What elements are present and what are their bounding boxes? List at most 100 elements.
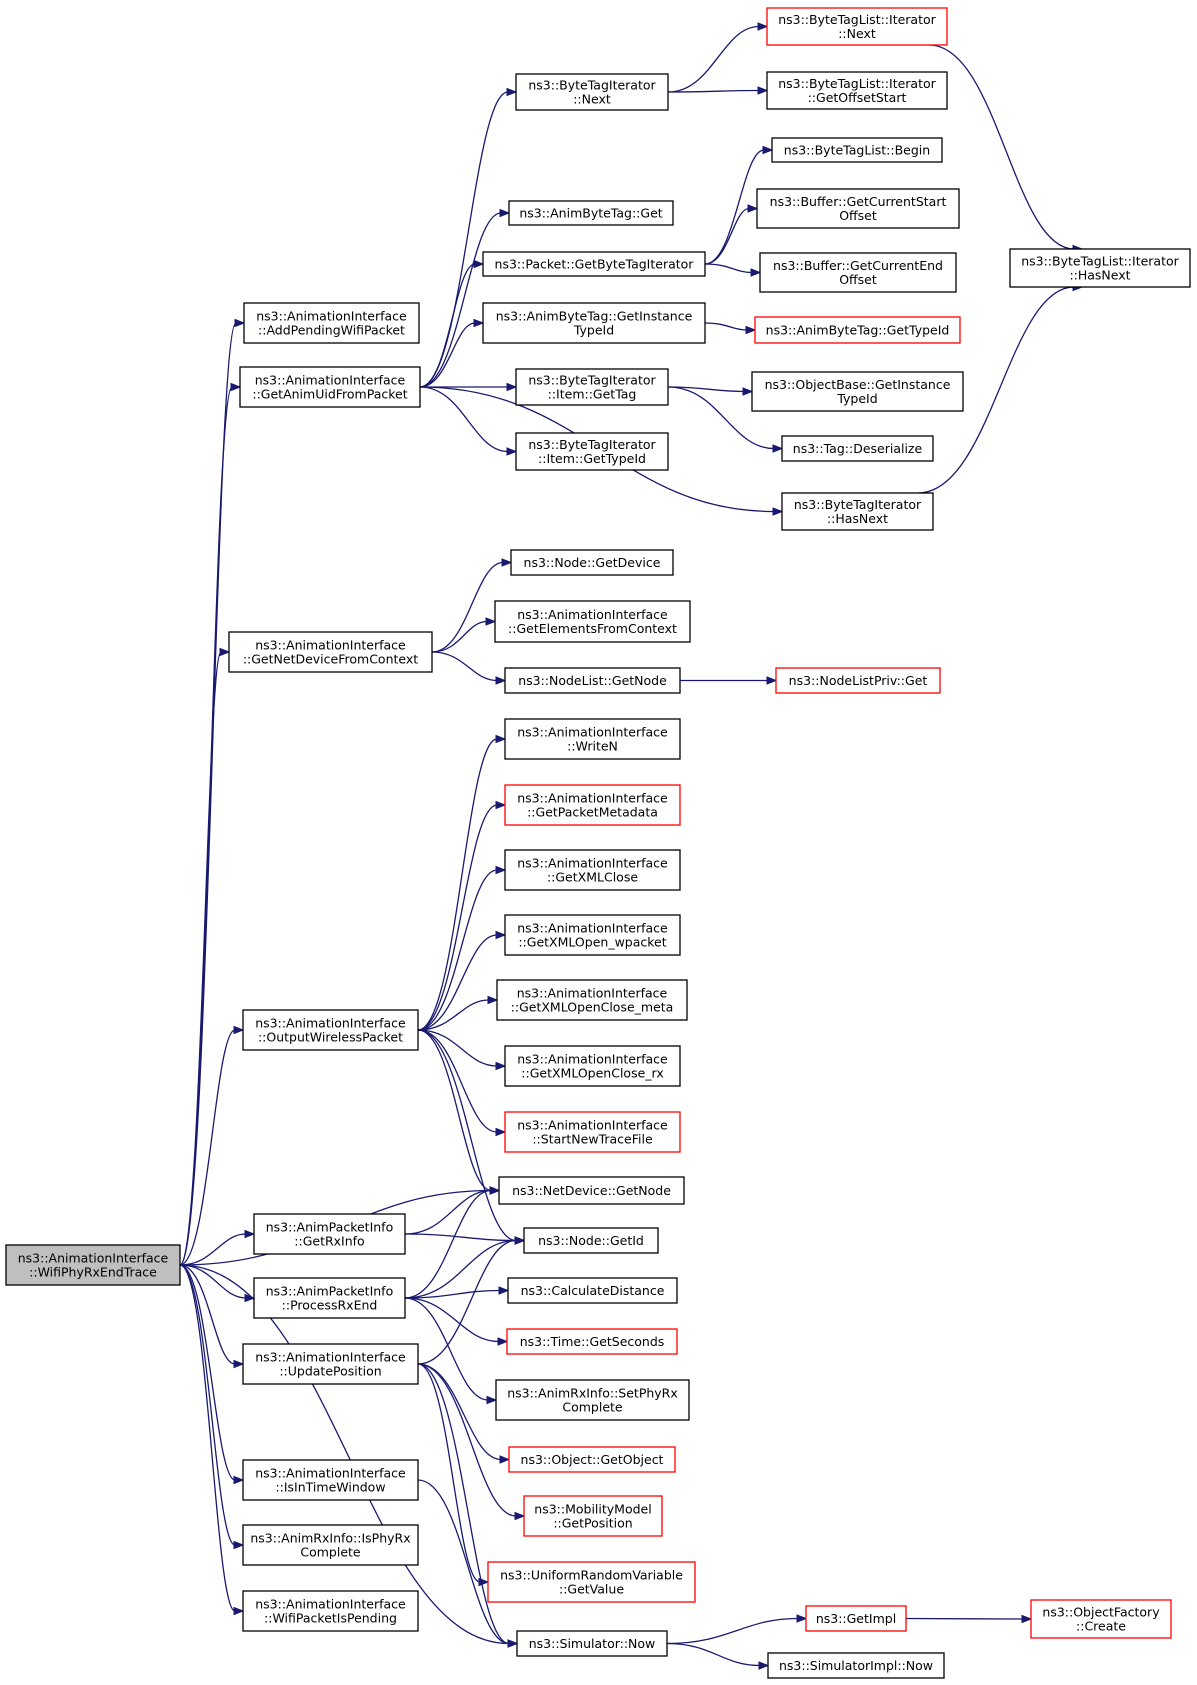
edge-arrowhead <box>762 145 774 155</box>
node-netDevGetNode[interactable]: ns3::NetDevice::GetNode <box>498 1176 685 1205</box>
node-getElements[interactable]: ns3::AnimationInterface::GetElementsFrom… <box>494 600 691 643</box>
node-label-line: ::IsInTimeWindow <box>275 1480 385 1495</box>
edge-getNetDev-to-nodeGetDevice <box>431 558 513 653</box>
edge-line <box>666 1642 761 1667</box>
node-box <box>495 1379 690 1421</box>
edge-getAnimUid-to-pktGetBTI <box>419 259 485 388</box>
node-btiHasNext[interactable]: ns3::ByteTagIterator::HasNext <box>781 492 934 531</box>
edge-line <box>417 1479 510 1645</box>
edge-arrowhead <box>233 1540 245 1550</box>
edge-outWireless-to-netDevGetNode <box>417 1029 501 1195</box>
node-label-line: ns3::NodeListPriv::Get <box>789 673 928 688</box>
edge-apiProcessRxEnd-to-netDevGetNode <box>404 1186 501 1299</box>
edge-line <box>404 1233 517 1242</box>
edge-arrowhead <box>506 87 518 97</box>
edge-line <box>704 207 750 265</box>
node-label-line: ns3::ByteTagIterator <box>528 437 656 452</box>
node-label-line: ns3::NetDevice::GetNode <box>512 1183 671 1198</box>
node-outWireless[interactable]: ns3::AnimationInterface::OutputWirelessP… <box>242 1009 419 1051</box>
node-btiItemGetTag[interactable]: ns3::ByteTagIterator::Item::GetTag <box>515 368 669 406</box>
node-btiNext[interactable]: ns3::ByteTagIterator::Next <box>515 73 669 111</box>
node-uniformGetValue[interactable]: ns3::UniformRandomVariable::GetValue <box>487 1561 696 1603</box>
node-box <box>515 73 669 111</box>
node-wifiPktPending[interactable]: ns3::AnimationInterface::WifiPacketIsPen… <box>242 1590 419 1632</box>
edge-getImpl-to-objFactoryCreate <box>905 1614 1033 1624</box>
node-label-line: ::WifiPhyRxEndTrace <box>29 1265 157 1280</box>
node-objGetObject[interactable]: ns3::Object::GetObject <box>508 1446 676 1473</box>
node-calcDistance[interactable]: ns3::CalculateDistance <box>507 1277 678 1304</box>
node-box <box>504 784 681 826</box>
edge-btiItemGetTag-to-tagDeserialize <box>667 386 784 453</box>
node-nodeListPrivGet[interactable]: ns3::NodeListPriv::Get <box>775 667 941 694</box>
node-writeN[interactable]: ns3::AnimationInterface::WriteN <box>504 718 681 760</box>
node-mobGetPos[interactable]: ns3::MobilityModel::GetPosition <box>523 1495 663 1537</box>
node-label-line: ::HasNext <box>827 511 888 526</box>
node-apiGetRxInfo[interactable]: ns3::AnimPacketInfo::GetRxInfo <box>253 1213 406 1255</box>
node-isInTime[interactable]: ns3::AnimationInterface::IsInTimeWindow <box>242 1459 419 1501</box>
node-box <box>253 1213 406 1255</box>
node-simImplNow[interactable]: ns3::SimulatorImpl::Now <box>767 1652 945 1679</box>
node-getNetDev[interactable]: ns3::AnimationInterface::GetNetDeviceFro… <box>228 631 433 673</box>
node-getXmlOCMeta[interactable]: ns3::AnimationInterface::GetXMLOpenClose… <box>496 979 688 1021</box>
node-nodeGetId[interactable]: ns3::Node::GetId <box>523 1227 659 1254</box>
node-btiItemGetTid[interactable]: ns3::ByteTagIterator::Item::GetTypeId <box>515 432 669 471</box>
node-getXmlClose[interactable]: ns3::AnimationInterface::GetXMLClose <box>504 849 681 891</box>
edge-line <box>179 1233 247 1266</box>
node-box <box>515 432 669 471</box>
node-getXmlOCRx[interactable]: ns3::AnimationInterface::GetXMLOpenClose… <box>504 1045 681 1087</box>
edge-line <box>667 386 775 450</box>
node-box <box>504 914 681 956</box>
node-box <box>781 435 934 462</box>
node-root[interactable]: ns3::AnimationInterface::WifiPhyRxEndTra… <box>5 1244 181 1286</box>
node-box <box>242 1343 419 1385</box>
node-getPktMeta[interactable]: ns3::AnimationInterface::GetPacketMetada… <box>504 784 681 826</box>
node-btlIterHasNext[interactable]: ns3::ByteTagList::Iterator::HasNext <box>1009 248 1191 288</box>
node-apiProcessRxEnd[interactable]: ns3::AnimPacketInfo::ProcessRxEnd <box>253 1277 406 1319</box>
node-addPending[interactable]: ns3::AnimationInterface::AddPendingWifiP… <box>243 302 420 344</box>
node-getXmlOpenWp[interactable]: ns3::AnimationInterface::GetXMLOpen_wpac… <box>504 914 681 956</box>
node-label-line: ns3::AnimationInterface <box>517 607 668 622</box>
node-animByteTagGet[interactable]: ns3::AnimByteTag::Get <box>508 200 674 226</box>
node-btlBegin[interactable]: ns3::ByteTagList::Begin <box>771 137 943 163</box>
edge-arrowhead <box>766 676 778 685</box>
node-box <box>504 1111 681 1153</box>
node-objFactoryCreate[interactable]: ns3::ObjectFactory::Create <box>1030 1599 1172 1639</box>
edge-line <box>404 1239 517 1299</box>
node-getImpl[interactable]: ns3::GetImpl <box>805 1605 907 1632</box>
node-label-line: ::AddPendingWifiPacket <box>258 323 405 338</box>
edge-pktGetBTI-to-bufGetCurEnd <box>704 263 762 277</box>
edge-arrowhead <box>501 558 513 567</box>
edge-root-to-outWireless <box>179 1025 245 1266</box>
node-getAnimUid[interactable]: ns3::AnimationInterface::GetAnimUidFromP… <box>239 366 421 408</box>
node-box <box>1030 1599 1172 1639</box>
edge-root-to-addPending <box>179 318 246 1266</box>
node-label-line: Offset <box>839 272 877 287</box>
node-simNow[interactable]: ns3::Simulator::Now <box>516 1630 668 1657</box>
node-tagDeserialize[interactable]: ns3::Tag::Deserialize <box>781 435 934 462</box>
node-btlIterNext[interactable]: ns3::ByteTagList::Iterator::Next <box>766 7 948 46</box>
edge-arrowhead <box>489 1186 501 1195</box>
node-pktGetBTI[interactable]: ns3::Packet::GetByteTagIterator <box>482 251 706 277</box>
node-label-line: ::GetXMLOpen_wpacket <box>518 935 666 950</box>
node-startNewTrace[interactable]: ns3::AnimationInterface::StartNewTraceFi… <box>504 1111 681 1153</box>
node-box <box>771 137 943 163</box>
node-label-line: ::Item::GetTag <box>548 387 637 402</box>
node-updatePos[interactable]: ns3::AnimationInterface::UpdatePosition <box>242 1343 419 1385</box>
node-btlGetOffsetStart[interactable]: ns3::ByteTagList::Iterator::GetOffsetSta… <box>766 71 948 110</box>
node-box <box>242 1459 419 1501</box>
node-timeGetSeconds[interactable]: ns3::Time::GetSeconds <box>506 1328 678 1355</box>
node-abtGetTid[interactable]: ns3::AnimByteTag::GetTypeId <box>754 316 961 344</box>
node-label-line: ns3::Simulator::Now <box>529 1636 656 1651</box>
node-nodeListGetNode[interactable]: ns3::NodeList::GetNode <box>504 667 681 694</box>
node-box <box>482 251 706 277</box>
edge-line <box>417 804 498 1031</box>
node-label-line: ns3::AnimationInterface <box>517 725 668 740</box>
edge-line <box>704 149 765 265</box>
node-nodeGetDevice[interactable]: ns3::Node::GetDevice <box>510 549 674 576</box>
